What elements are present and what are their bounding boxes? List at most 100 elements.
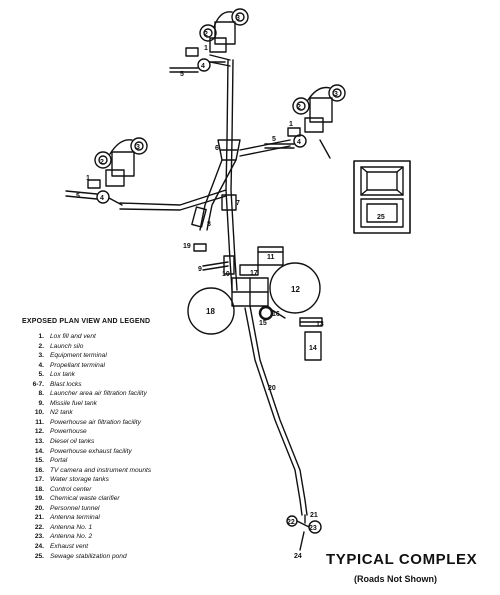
legend-item: 14. Powerhouse exhaust facility xyxy=(28,447,282,457)
legend-item-label: Powerhouse xyxy=(50,428,87,436)
legend-item-label: Antenna No. 2 xyxy=(50,533,93,541)
legend-item-number: 4. xyxy=(38,361,45,369)
callout-2b: 2 xyxy=(297,104,301,111)
callout-4b: 4 xyxy=(297,139,301,146)
legend-item: 16. TV camera and instrument mounts xyxy=(28,466,282,476)
legend-item-number: 14. xyxy=(34,447,44,455)
figure-subtitle: (Roads Not Shown) xyxy=(354,574,437,584)
legend-item: 6-7.Blast locks xyxy=(28,380,282,390)
legend-item-number: 16. xyxy=(34,466,44,474)
legend-item-number: 13. xyxy=(34,438,44,446)
callout-21: 21 xyxy=(310,512,318,519)
chemical-waste-clarifier xyxy=(193,243,207,252)
callout-16: 16 xyxy=(272,311,280,318)
legend-item-number: 11. xyxy=(35,418,44,426)
callout-5c: 5 xyxy=(76,193,80,200)
callout-14: 14 xyxy=(309,345,317,352)
legend-item: 12. Powerhouse xyxy=(28,427,282,437)
legend-item-label: Diesel oil tanks xyxy=(50,438,95,446)
callout-5a: 5 xyxy=(180,71,184,78)
legend-item-label: Powerhouse air filtration facility xyxy=(50,418,141,426)
legend-item-number: 12. xyxy=(34,428,44,436)
legend-item-number: 6-7. xyxy=(32,380,44,388)
legend-item: 21. Antenna terminal xyxy=(28,513,282,523)
legend-item-label: Propellant terminal xyxy=(50,361,105,369)
legend-item-label: Personnel tunnel xyxy=(50,504,100,512)
antenna-area xyxy=(286,514,322,551)
powerhouse-area xyxy=(187,246,323,361)
callout-1c: 1 xyxy=(86,175,90,182)
callout-3b: 3 xyxy=(334,91,338,98)
callout-18: 18 xyxy=(206,307,215,316)
legend-item: 11. Powerhouse air filtration facility xyxy=(28,418,282,428)
legend-item-label: Powerhouse exhaust facility xyxy=(50,447,132,455)
callout-24: 24 xyxy=(294,553,302,560)
legend-item-number: 2. xyxy=(38,342,45,350)
legend-item: 22. Antenna No. 1 xyxy=(28,523,282,533)
legend-item: 8. Launcher area air filtration facility xyxy=(28,389,282,399)
legend-item-number: 21. xyxy=(34,514,44,522)
legend-item-label: Water storage tanks xyxy=(50,476,109,484)
callout-13: 13 xyxy=(316,321,324,328)
figure-title: TYPICAL COMPLEX xyxy=(326,551,478,568)
callout-2a: 2 xyxy=(204,31,208,38)
callout-9: 9 xyxy=(198,266,202,273)
callout-1a: 1 xyxy=(204,45,208,52)
launcher-air-filtration-facility xyxy=(191,206,207,228)
callout-11: 11 xyxy=(267,254,275,261)
callout-10: 10 xyxy=(222,271,230,278)
legend: EXPOSED PLAN VIEW AND LEGEND 1. Lox fill … xyxy=(22,318,282,561)
legend-item: 9.Missile fuel tank xyxy=(28,399,282,409)
callout-7: 7 xyxy=(236,200,240,207)
legend-item: 2. Launch silo xyxy=(28,342,282,352)
callout-5b: 5 xyxy=(272,136,276,143)
legend-item-label: Antenna No. 1 xyxy=(50,523,93,531)
legend-item-number: 15. xyxy=(34,457,44,465)
legend-item: 25.Sewage stabilization pond xyxy=(28,552,282,562)
legend-item: 19.Chemical waste clarifier xyxy=(28,494,282,504)
legend-item-label: Launch silo xyxy=(50,342,84,350)
silo-cluster-top xyxy=(169,8,249,73)
callout-labels: 3 2 4 1 5 3 2 4 1 5 3 2 4 1 5 6 7 8 9 10… xyxy=(76,15,385,560)
legend-item-number: 19. xyxy=(34,495,44,503)
legend-item: 13. Diesel oil tanks xyxy=(28,437,282,447)
callout-6: 6 xyxy=(215,145,219,152)
legend-item-number: 1. xyxy=(38,333,45,340)
legend-item: 23. Antenna No. 2 xyxy=(28,532,282,542)
legend-item: 15.Portal xyxy=(28,456,282,466)
callout-3a: 3 xyxy=(236,15,240,22)
callout-1b: 1 xyxy=(289,121,293,128)
legend-item-label: Lox fill and vent xyxy=(50,333,96,340)
callout-19: 19 xyxy=(183,243,191,250)
legend-item: 4. Propellant terminal xyxy=(28,361,282,371)
legend-item-label: Sewage stabilization pond xyxy=(50,552,127,560)
legend-item: 1. Lox fill and vent xyxy=(28,332,282,342)
legend-item-label: N2 tank xyxy=(50,409,73,417)
callout-20: 20 xyxy=(268,385,276,392)
legend-item-number: 8. xyxy=(38,390,45,398)
silo-cluster-left xyxy=(65,137,148,206)
callout-4a: 4 xyxy=(201,63,205,70)
callout-12: 12 xyxy=(291,285,300,294)
legend-item-label: Launcher area air filtration facility xyxy=(50,390,147,398)
callout-22: 22 xyxy=(287,519,295,526)
legend-item-number: 24. xyxy=(34,543,44,551)
legend-item-label: Exhaust vent xyxy=(50,543,89,551)
silo-cluster-right xyxy=(264,84,346,159)
legend-item-label: Antenna terminal xyxy=(50,514,100,522)
callout-25: 25 xyxy=(377,214,385,221)
legend-item-number: 23. xyxy=(34,533,44,541)
legend-item-number: 22. xyxy=(34,523,44,531)
legend-item-number: 3. xyxy=(38,352,45,360)
callout-15: 15 xyxy=(259,320,267,327)
callout-2c: 2 xyxy=(100,159,104,166)
legend-item: 18.Control center xyxy=(28,485,282,495)
callout-3c: 3 xyxy=(136,144,140,151)
callout-4c: 4 xyxy=(100,195,104,202)
legend-title: EXPOSED PLAN VIEW AND LEGEND xyxy=(22,318,151,325)
legend-item: 20. Personnel tunnel xyxy=(28,504,282,514)
legend-item-number: 20. xyxy=(34,504,44,512)
legend-item-label: TV camera and instrument mounts xyxy=(50,466,152,474)
